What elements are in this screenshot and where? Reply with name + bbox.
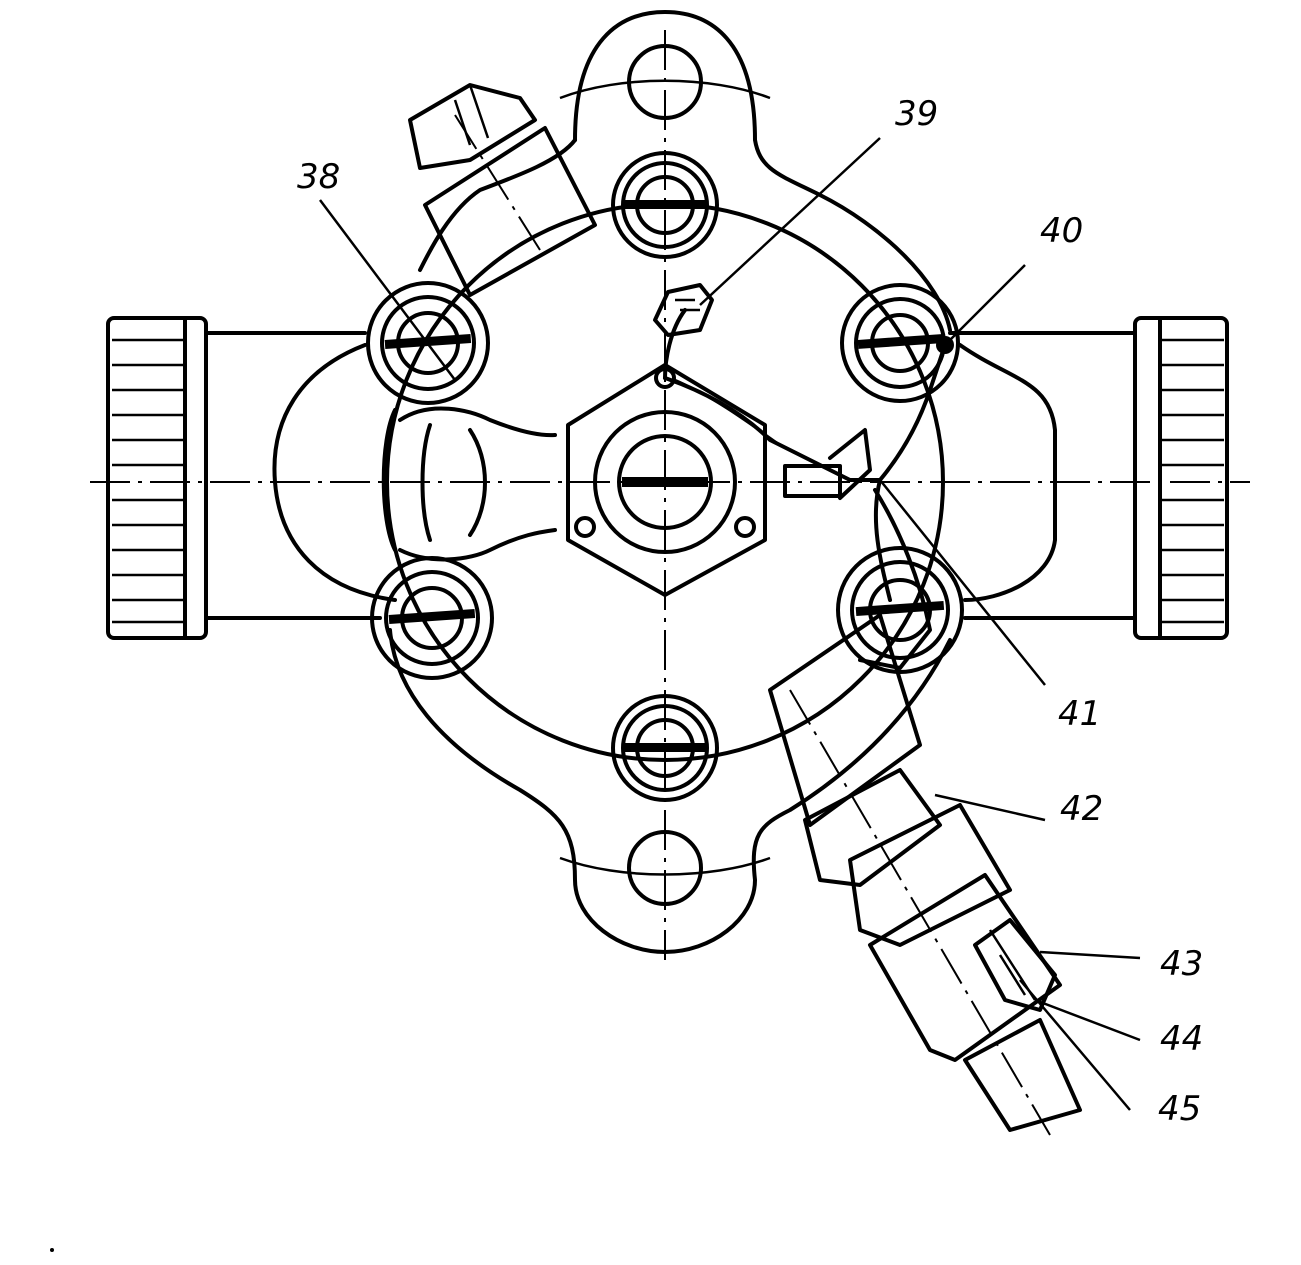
seal-39 — [653, 283, 714, 337]
lock-wire — [663, 308, 954, 670]
callout-45: 45 — [1158, 1089, 1201, 1129]
lower-right-fitting — [768, 613, 1082, 1132]
callout-38: 38 — [297, 157, 340, 197]
screw-lower-left — [370, 556, 494, 680]
right-knurled-cap — [1133, 316, 1229, 640]
upper-left-fitting — [408, 83, 597, 297]
screw-top — [611, 151, 719, 259]
callout-43: 43 — [1160, 944, 1203, 984]
callout-42: 42 — [1060, 789, 1103, 829]
callout-40: 40 — [1040, 211, 1083, 251]
center-lines — [90, 30, 1250, 1136]
side-tubes — [204, 331, 1137, 620]
seal-41 — [783, 428, 872, 500]
leader-lines — [319, 137, 1141, 1111]
callout-44: 44 — [1160, 1019, 1203, 1059]
main-body — [381, 10, 952, 954]
left-knurled-cap — [106, 316, 208, 640]
central-hex-nut — [566, 363, 767, 597]
screw-bottom — [611, 694, 719, 802]
stray-mark — [50, 1248, 54, 1252]
screw-upper-left — [366, 281, 490, 405]
callout-39: 39 — [895, 94, 938, 134]
callout-41: 41 — [1058, 694, 1101, 734]
screw-lower-right — [836, 546, 964, 674]
callout-labels: 38 39 40 41 42 43 44 45 — [297, 94, 1203, 1129]
